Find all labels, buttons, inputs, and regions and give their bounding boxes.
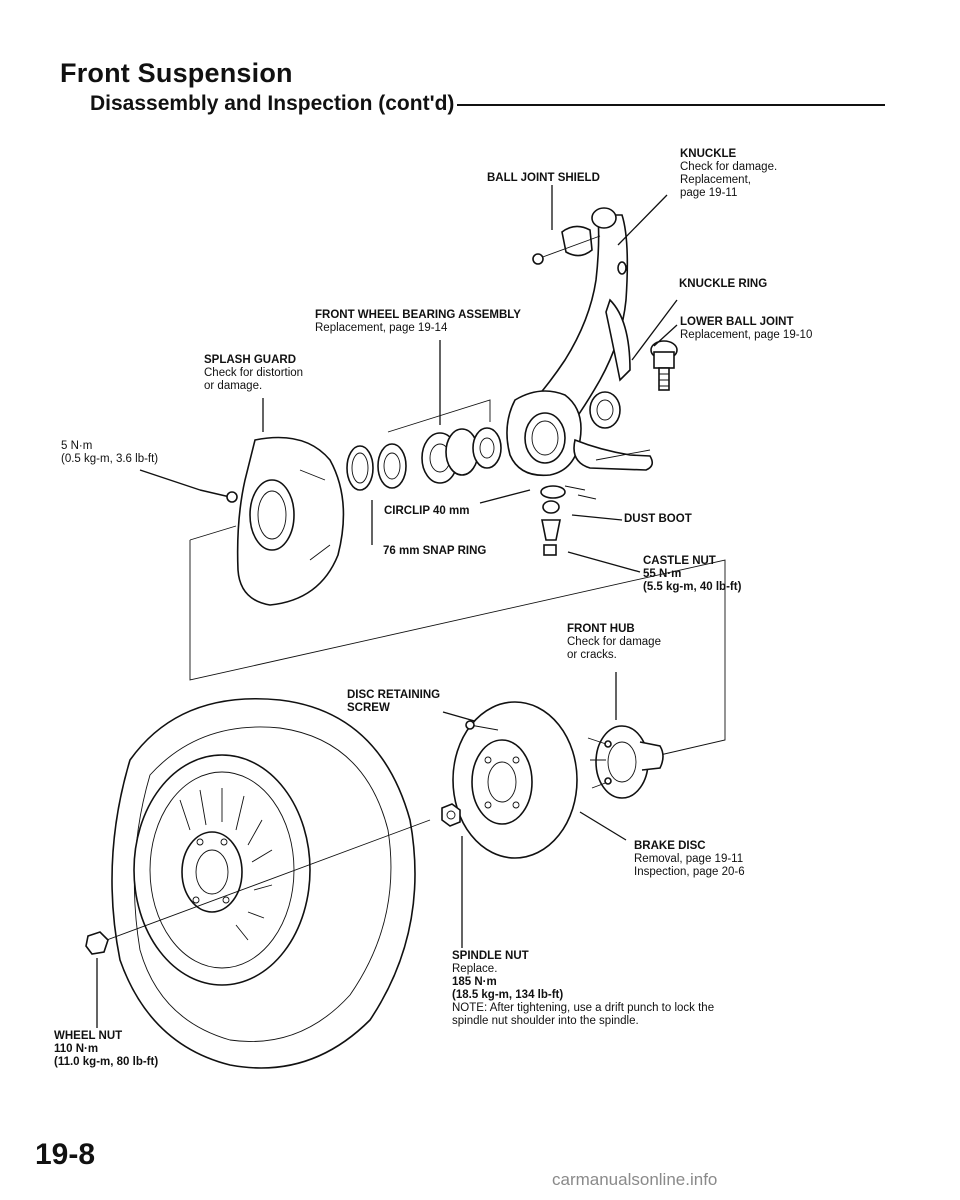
knuckle-ring-drawing <box>617 261 627 275</box>
spindle-nut-drawing <box>441 803 461 827</box>
title-rule <box>457 104 885 106</box>
circlip-label: CIRCLIP 40 mm <box>384 505 470 517</box>
spindle-nut-label: SPINDLE NUT Replace. 185 N·m (18.5 kg-m,… <box>452 950 715 1027</box>
dust-boot-drawing <box>540 485 597 556</box>
disc-retaining-screw-label: DISC RETAINING SCREW <box>347 689 441 714</box>
brake-disc-label: BRAKE DISC Removal, page 19-11 Inspectio… <box>634 840 745 878</box>
snap-ring-label: 76 mm SNAP RING <box>383 545 487 557</box>
lower-ball-joint-label: LOWER BALL JOINT Replacement, page 19-10 <box>680 316 813 341</box>
knuckle-drawing <box>506 214 654 477</box>
front-hub-drawing <box>587 725 664 799</box>
bearing-drawing <box>387 399 502 484</box>
page-title: Front Suspension <box>60 58 293 88</box>
ball-joint-shield-label: BALL JOINT SHIELD <box>487 172 600 184</box>
rings-drawing <box>346 443 407 491</box>
leader-lines <box>96 185 726 1028</box>
splash-guard-drawing <box>199 436 345 606</box>
splash-bolt-torque-label: 5 N·m (0.5 kg-m, 3.6 lb-ft) <box>61 440 159 465</box>
ball-joint-shield-drawing <box>532 207 617 265</box>
knuckle-label: KNUCKLE Check for damage. Replacement, p… <box>680 148 778 199</box>
front-hub-label: FRONT HUB Check for damage or cracks. <box>567 623 661 661</box>
wheel-tire-drawing <box>85 697 431 1069</box>
watermark: carmanualsonline.info <box>552 1170 718 1189</box>
splash-guard-label: SPLASH GUARD Check for distortion or dam… <box>204 354 304 392</box>
dust-boot-label: DUST BOOT <box>624 513 692 525</box>
section-subtitle: Disassembly and Inspection (cont'd) <box>90 92 455 115</box>
knuckle-ring-label: KNUCKLE RING <box>679 278 768 290</box>
wheel-nut-label: WHEEL NUT 110 N·m (11.0 kg-m, 80 lb-ft) <box>54 1030 159 1068</box>
castle-nut-label: CASTLE NUT 55 N·m (5.5 kg-m, 40 lb-ft) <box>643 555 742 593</box>
page-number: 19-8 <box>35 1138 96 1171</box>
lower-ball-joint-drawing <box>650 340 678 391</box>
front-wheel-bearing-label: FRONT WHEEL BEARING ASSEMBLY Replacement… <box>315 309 521 334</box>
brake-disc-drawing <box>452 701 578 859</box>
